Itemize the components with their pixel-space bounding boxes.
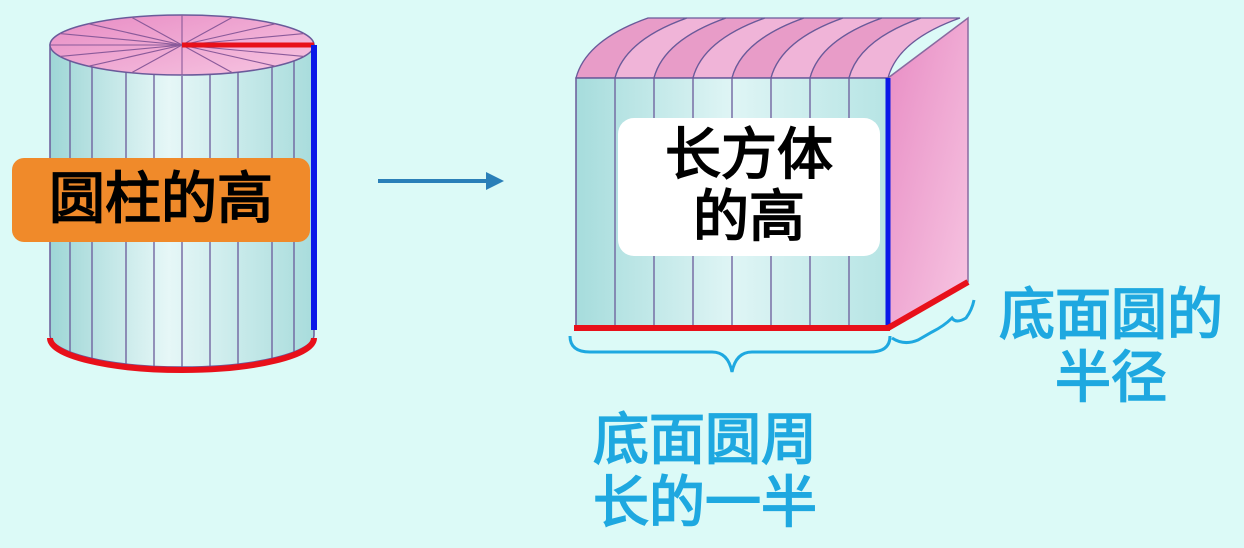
cuboid-width-line	[886, 279, 970, 331]
radius-label-line-2: 半径	[1055, 345, 1167, 411]
width-brace	[891, 299, 976, 345]
cuboid-height-label-line-2: 的高	[693, 185, 805, 250]
cuboid-top-wedges	[575, 17, 961, 79]
half-circumference-label-line-1: 底面圆周	[593, 408, 817, 473]
sector-line	[181, 44, 233, 74]
sector-line	[59, 44, 183, 58]
cylinder-base-arc	[47, 337, 317, 373]
sector-line	[131, 44, 183, 74]
radius-label-line-1: 底面圆的	[999, 283, 1223, 348]
top-wedge	[848, 17, 961, 79]
sector-line	[131, 16, 183, 46]
radius-label: 底面圆的 半径	[980, 283, 1242, 411]
cuboid-right-face	[887, 16, 969, 330]
cuboid-height-label-line-1: 长方体	[665, 123, 833, 189]
sector-line	[181, 16, 233, 46]
sector-line	[88, 23, 183, 46]
sector-line	[88, 44, 183, 67]
cuboid-height-label: 长方体 的高	[618, 118, 880, 256]
cylinder-height-label: 圆柱的高	[12, 158, 310, 242]
length-brace	[568, 335, 892, 373]
sector-line	[59, 32, 183, 46]
half-circumference-label-line-2: 长的一半	[593, 470, 817, 536]
half-circumference-label: 底面圆周 长的一半	[560, 408, 850, 536]
cylinder-top-sectors	[50, 15, 314, 75]
transform-arrow	[378, 172, 504, 190]
sector-line	[181, 44, 276, 67]
sector-line	[181, 23, 276, 46]
